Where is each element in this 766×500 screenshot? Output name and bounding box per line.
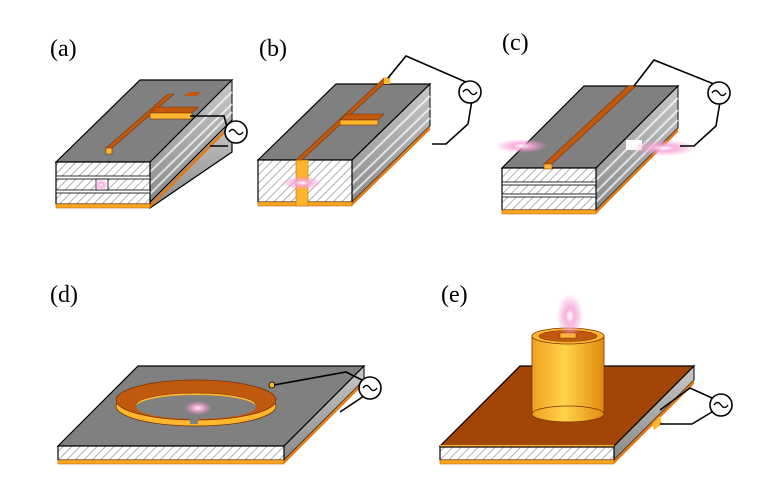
panel-c-front-face [501,167,597,211]
panel-b-device [256,55,482,207]
panel-c-strip-electrode [543,85,637,170]
panel-e-device [438,294,733,465]
panel-e-cylinder-electrode [531,327,605,423]
panel-b-t-electrode [295,77,391,161]
panel-label-c: (c) [502,30,529,56]
panel-a-ground-electrode [55,203,151,209]
panel-c-wire [633,59,719,89]
panel-e-front-face [439,446,615,461]
panel-label-a: (a) [50,36,77,62]
panel-label-b: (b) [259,36,287,62]
panel-e-plasma [557,294,583,338]
panel-e-ground-electrode [439,459,615,465]
panel-label-d: (d) [50,282,78,308]
panel-a-device [54,78,248,210]
panel-c-plasma-left [496,139,548,153]
panel-c-plasma-right [632,140,696,156]
panel-d-plasma [184,401,212,415]
panel-b-wire [387,55,473,89]
panel-a-t-electrode [105,92,202,155]
panel-e-wire [659,387,713,411]
panel-b-plasma [282,176,322,190]
panel-c-ground-electrode [501,209,597,215]
panel-c-device [496,59,731,215]
panel-label-e: (e) [441,282,468,308]
panel-d-front-face [57,445,285,461]
panel-d-device [56,364,382,465]
panel-a-plasma [94,179,108,191]
panel-d-wire [273,371,363,386]
panel-d-ground-electrode [57,459,285,465]
